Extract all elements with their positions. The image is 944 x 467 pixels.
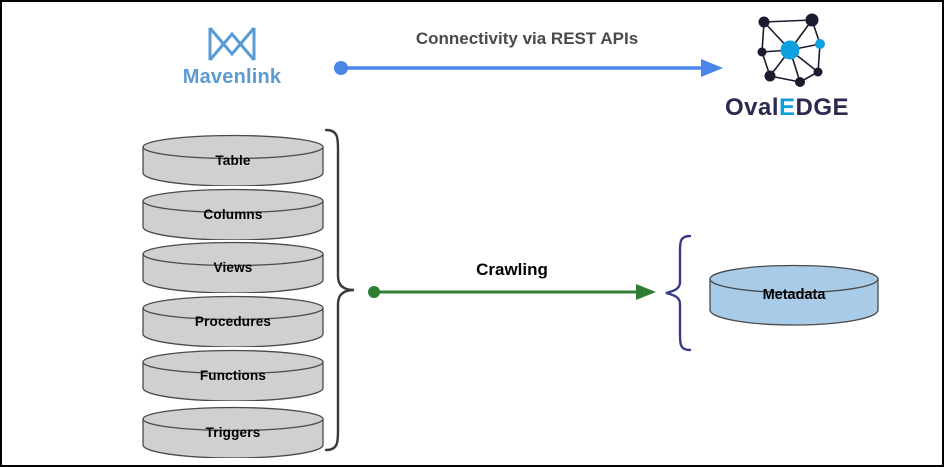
mavenlink-logo-icon [206, 24, 258, 64]
crawling-label: Crawling [476, 260, 548, 279]
object-label: Triggers [205, 424, 261, 440]
object-cylinder-views[interactable]: Views [141, 241, 325, 293]
curly-brace-left-icon [662, 234, 694, 352]
connectivity-label: Connectivity via REST APIs [415, 29, 639, 48]
object-label: Views [213, 259, 253, 275]
mavenlink-wordmark: Mavenlink [182, 66, 282, 88]
ovaledge-wordmark-e: E [779, 94, 796, 121]
metadata-cylinder[interactable]: Metadata [708, 264, 880, 326]
object-label: Functions [199, 367, 267, 383]
object-cylinder-functions[interactable]: Functions [141, 349, 325, 401]
mavenlink-logo: Mavenlink [170, 24, 294, 92]
ovaledge-logo: OvalEDGE [702, 10, 872, 122]
object-cylinder-table[interactable]: Table [141, 134, 325, 186]
metadata-label: Metadata [762, 287, 826, 303]
ovaledge-wordmark-dge: DGE [795, 94, 850, 121]
object-cylinder-procedures[interactable]: Procedures [141, 295, 325, 347]
ovaledge-wordmark: OvalEDGE [702, 94, 872, 122]
object-cylinder-triggers[interactable]: Triggers [141, 406, 325, 458]
ovaledge-network-logo-icon [750, 10, 830, 90]
object-cylinder-columns[interactable]: Columns [141, 188, 325, 240]
crawling-arrow-icon [364, 277, 660, 307]
connectivity-arrow-icon [327, 52, 727, 84]
object-label: Table [215, 152, 251, 168]
curly-brace-right-icon [324, 128, 360, 452]
ovaledge-wordmark-oval: Oval [724, 94, 779, 121]
object-label: Procedures [194, 313, 272, 329]
object-label: Columns [203, 206, 263, 222]
